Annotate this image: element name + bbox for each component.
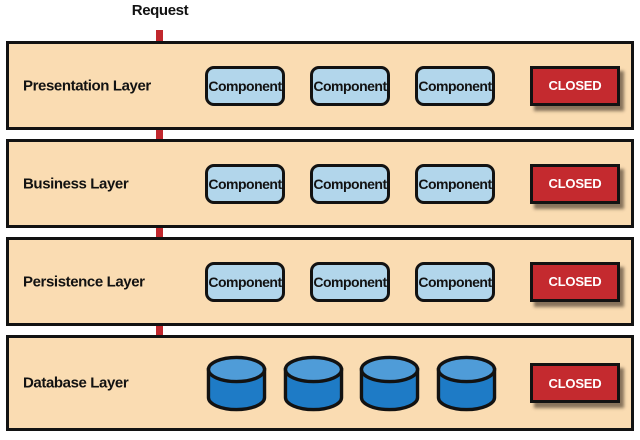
component-box: Component (310, 261, 390, 302)
closed-badge: CLOSED (530, 261, 620, 302)
layer-label: Persistence Layer (23, 273, 145, 290)
component-box: Component (415, 65, 495, 106)
component-box: Component (310, 163, 390, 204)
component-box: Component (205, 65, 285, 106)
request-label: Request (131, 2, 189, 19)
database-cylinder-icon (436, 355, 497, 412)
layer-business: Business Layer Component Component Compo… (6, 139, 634, 228)
database-cylinder-icon (283, 355, 344, 412)
closed-badge: CLOSED (530, 65, 620, 106)
layer-presentation: Presentation Layer Component Component C… (6, 41, 634, 130)
closed-badge: CLOSED (530, 363, 620, 403)
component-box: Component (205, 163, 285, 204)
layer-label: Business Layer (23, 175, 129, 192)
component-box: Component (415, 261, 495, 302)
layer-label: Database Layer (23, 374, 129, 392)
component-box: Component (310, 65, 390, 106)
component-box: Component (205, 261, 285, 302)
closed-badge: CLOSED (530, 163, 620, 204)
layer-persistence: Persistence Layer Component Component Co… (6, 237, 634, 326)
request-arrow-line-4 (156, 312, 163, 357)
layer-database: Database Layer CLOSED (6, 335, 634, 431)
database-cylinder-icon (359, 355, 420, 412)
database-cylinder-icon (206, 355, 267, 412)
layer-label: Presentation Layer (23, 77, 151, 94)
component-box: Component (415, 163, 495, 204)
